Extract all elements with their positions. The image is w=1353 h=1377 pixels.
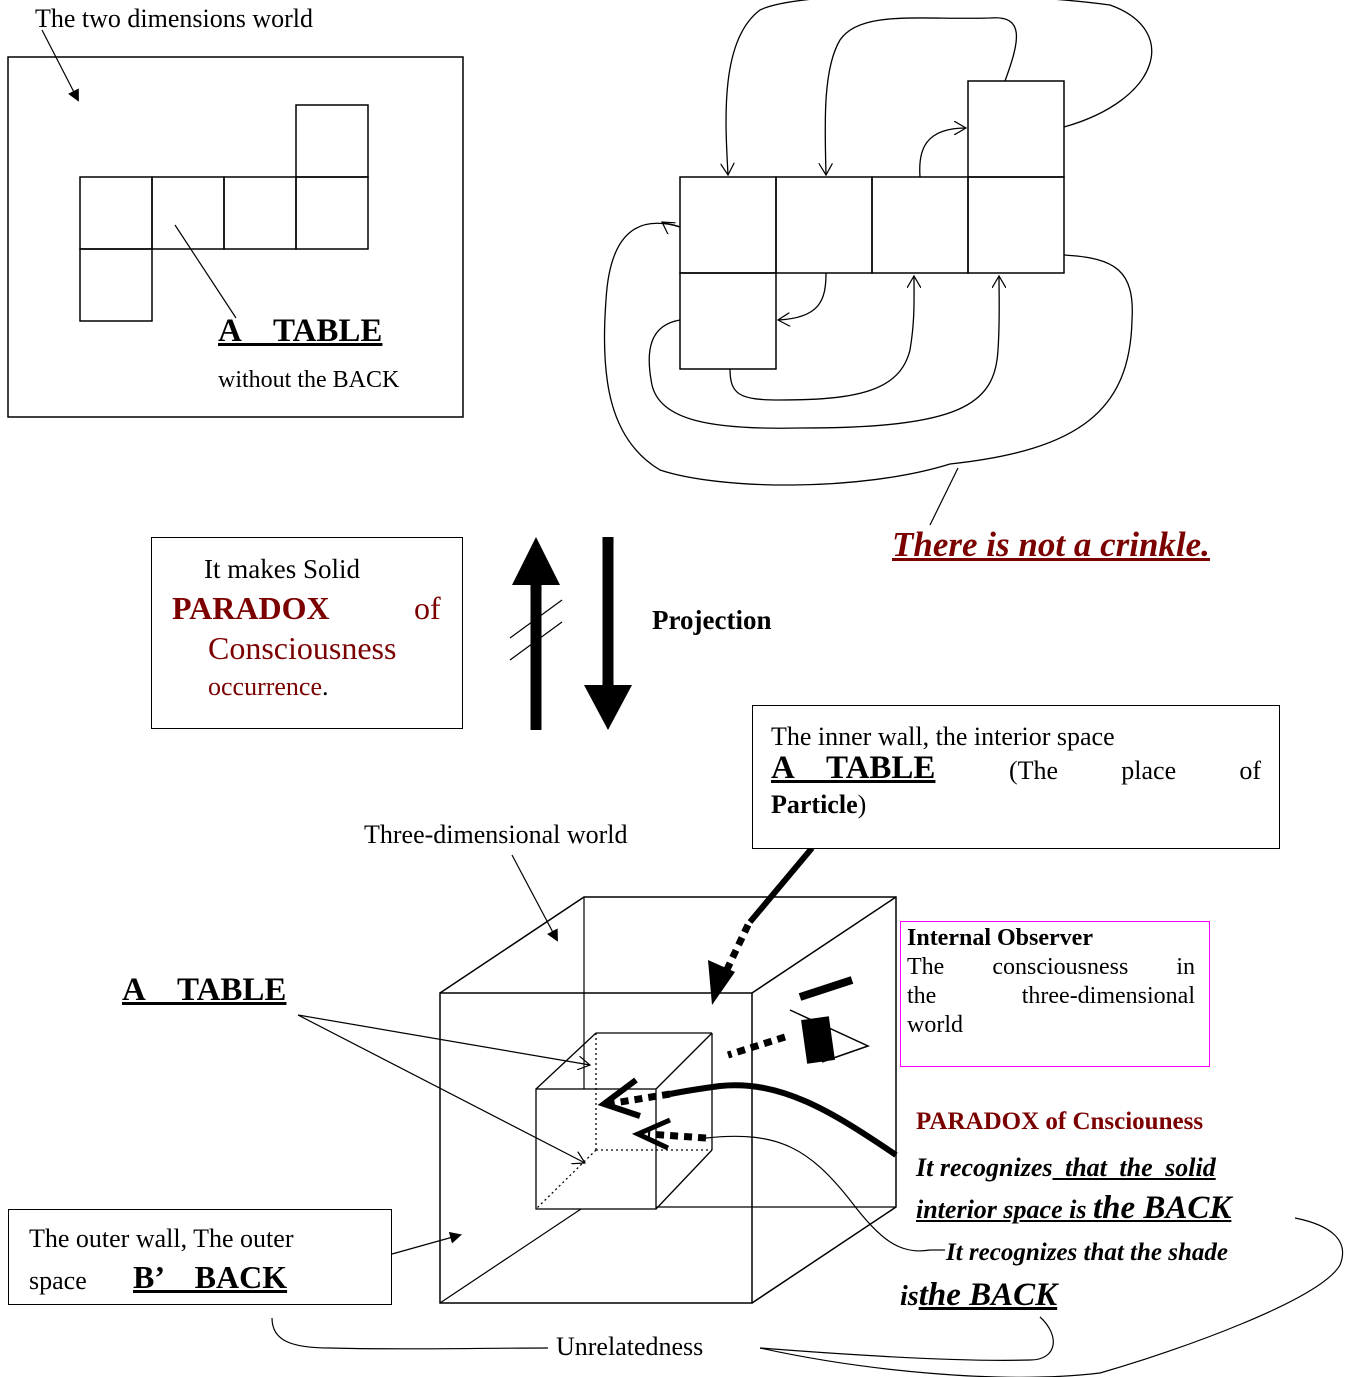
paradox-box-consciousness: Consciousness (208, 630, 397, 666)
three-d-table-pointer-1 (297, 1014, 590, 1065)
unrelatedness-curve-left (271, 1317, 549, 1350)
observer-gaze-line (726, 1033, 787, 1059)
paradox-box-occurrence-line: occurrence. (208, 672, 329, 702)
paradox-box-period: . (322, 672, 329, 701)
inner-wall-line3: Particle) (771, 790, 866, 820)
shade-head (631, 1117, 672, 1151)
unrelatedness-curve-mid (759, 1316, 1054, 1361)
paradox-box-occurrence: occurrence (208, 672, 323, 701)
paradox-cons-title: PARADOX of Cnsciouness (916, 1108, 1204, 1135)
projection-arrows (509, 537, 632, 730)
observer-line2: the three-dimensional (907, 983, 1195, 1009)
inner-wall-box: The inner wall, the interior space A TAB… (752, 705, 1280, 849)
projection-label: Projection (652, 605, 772, 635)
paradox-box-of: of (414, 590, 441, 626)
paradox-thick-curve (669, 1082, 898, 1158)
paradox-cons-rec1-line2-text: interior space is (916, 1195, 1093, 1224)
paradox-thick-head (597, 1077, 641, 1119)
inner-wall-particle: Particle (771, 790, 858, 819)
three-d-table-pointer-2 (297, 1014, 585, 1163)
outer-wall-pointer (391, 1231, 462, 1255)
observer-line1: The consciousness in (907, 954, 1195, 980)
folded-net (679, 80, 1065, 370)
outer-wall-space: space (29, 1266, 87, 1295)
inner-wall-line2-rest: (The place of (1009, 756, 1261, 785)
three-d-world-pointer (511, 854, 558, 942)
paradox-thick-dotted (607, 1090, 671, 1108)
three-d-world-label: Three-dimensional world (364, 820, 628, 849)
paradox-cons-rec1-start: It recognizes (916, 1153, 1053, 1182)
crinkle-label: There is not a crinkle. (892, 525, 1210, 564)
paradox-box: It makes Solid PARADOX of Consciousness … (151, 537, 463, 729)
outer-cube (439, 896, 897, 1304)
fold-arrows (603, 0, 1153, 486)
two-d-label-pointer (41, 29, 79, 102)
paradox-cons-rec2-is: is (900, 1281, 919, 1312)
unrelatedness-label: Unrelatedness (556, 1332, 704, 1361)
two-d-table-label: A TABLE (218, 313, 383, 349)
paradox-cons-rec1-line2: interior space is the BACK (916, 1190, 1231, 1228)
outer-wall-line1: The outer wall, The outer (29, 1224, 294, 1253)
crinkle-pointer (929, 467, 959, 526)
paradox-box-paradox: PARADOX (172, 590, 330, 626)
shade-dotted (647, 1130, 707, 1142)
paradox-cons-rec1-back: the BACK (1092, 1190, 1232, 1226)
inner-wall-pointer-head (708, 960, 735, 1005)
inner-wall-line1: The inner wall, the interior space (771, 722, 1115, 751)
shade-curve (705, 1135, 931, 1252)
paradox-cons-rec2: It recognizes that the shade (946, 1239, 1228, 1266)
two-d-table-pointer (174, 224, 237, 319)
two-d-net (79, 104, 369, 322)
paradox-cons-rec2-line2: isthe BACK (900, 1277, 1057, 1315)
paradox-cons-rec1-end: that the solid (1052, 1153, 1216, 1182)
observer-title: Internal Observer (907, 925, 1093, 951)
outer-wall-box: The outer wall, The outer space B’ BACK (8, 1209, 392, 1305)
observer-line3: world (907, 1012, 963, 1038)
inner-wall-pointer-solid (747, 846, 815, 924)
paradox-cons-rec1: It recognizes that the solid (916, 1153, 1216, 1183)
three-d-table-label: A TABLE (122, 972, 287, 1008)
two-d-world-frame (7, 56, 464, 418)
outer-wall-back-label: B’ BACK (133, 1259, 288, 1295)
paradox-cons-rec2-back: the BACK (918, 1277, 1058, 1313)
two-d-world-label: The two dimensions world (35, 4, 314, 33)
paradox-box-line1: It makes Solid (204, 554, 360, 584)
unrelatedness-curve-right (759, 1217, 1344, 1377)
inner-wall-pointer-dotted (718, 923, 752, 982)
inner-wall-table-label: A TABLE (771, 750, 936, 786)
inner-wall-close: ) (857, 790, 867, 819)
observer-eye-icon (789, 976, 871, 1064)
inner-cube (535, 1032, 713, 1210)
two-d-without-back: without the BACK (218, 367, 400, 393)
observer-box: Internal Observer The consciousness in t… (900, 921, 1210, 1067)
